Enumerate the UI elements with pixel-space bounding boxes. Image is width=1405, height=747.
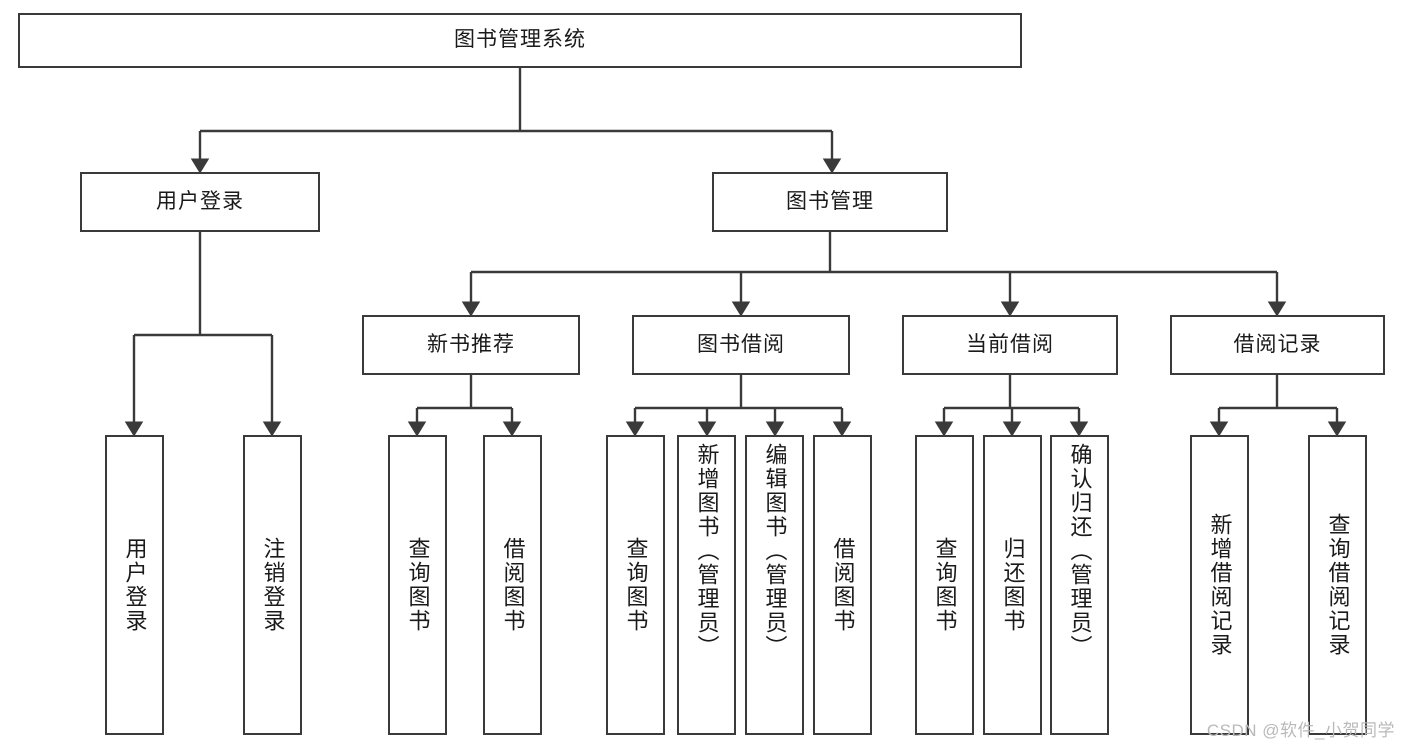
node-leaf-query-borrow-record[interactable]: 查询借阅记录 xyxy=(1308,435,1367,735)
watermark: CSDN @软件_小贺同学 xyxy=(1206,721,1395,740)
node-leaf-borrow-book-2-label: 借阅图书 xyxy=(830,537,856,633)
node-leaf-borrow-book-1[interactable]: 借阅图书 xyxy=(483,435,542,735)
node-leaf-query-book-2-label: 查询图书 xyxy=(623,537,649,633)
node-user-login-label: 用户登录 xyxy=(156,189,244,213)
node-new-book-recommend[interactable]: 新书推荐 xyxy=(362,315,580,375)
node-book-manage-label: 图书管理 xyxy=(786,189,874,213)
node-leaf-add-borrow-record-label: 新增借阅记录 xyxy=(1207,513,1233,657)
node-leaf-borrow-book-2[interactable]: 借阅图书 xyxy=(813,435,872,735)
node-leaf-user-login[interactable]: 用户登录 xyxy=(105,435,164,735)
node-book-manage[interactable]: 图书管理 xyxy=(712,172,948,232)
node-new-book-recommend-label: 新书推荐 xyxy=(427,332,515,356)
node-current-borrow-label: 当前借阅 xyxy=(966,332,1054,356)
node-leaf-logout[interactable]: 注销登录 xyxy=(243,435,302,735)
node-leaf-edit-book[interactable]: 编辑图书（管理员） xyxy=(745,435,804,735)
node-leaf-borrow-book-1-label: 借阅图书 xyxy=(500,537,526,633)
node-leaf-query-book-1[interactable]: 查询图书 xyxy=(388,435,447,735)
node-borrow-record-label: 借阅记录 xyxy=(1233,332,1322,356)
node-leaf-logout-label: 注销登录 xyxy=(260,537,286,633)
node-borrow-record[interactable]: 借阅记录 xyxy=(1170,315,1385,375)
node-leaf-query-book-3-label: 查询图书 xyxy=(932,537,958,633)
node-current-borrow[interactable]: 当前借阅 xyxy=(902,315,1118,375)
node-leaf-user-login-label: 用户登录 xyxy=(122,537,148,633)
node-leaf-add-borrow-record[interactable]: 新增借阅记录 xyxy=(1190,435,1249,735)
node-leaf-return-book[interactable]: 归还图书 xyxy=(983,435,1042,735)
node-leaf-confirm-return[interactable]: 确认归还（管理员） xyxy=(1050,435,1109,735)
node-leaf-add-book-label: 新增图书（管理员） xyxy=(694,443,720,659)
node-leaf-query-book-2[interactable]: 查询图书 xyxy=(606,435,665,735)
node-user-login[interactable]: 用户登录 xyxy=(80,172,320,232)
node-book-borrow-label: 图书借阅 xyxy=(697,332,785,356)
node-leaf-add-book[interactable]: 新增图书（管理员） xyxy=(677,435,736,735)
node-leaf-query-borrow-record-label: 查询借阅记录 xyxy=(1325,513,1351,657)
node-leaf-return-book-label: 归还图书 xyxy=(1000,537,1026,633)
node-root[interactable]: 图书管理系统 xyxy=(18,13,1022,68)
node-leaf-query-book-1-label: 查询图书 xyxy=(405,537,431,633)
node-root-label: 图书管理系统 xyxy=(454,28,586,52)
node-book-borrow[interactable]: 图书借阅 xyxy=(632,315,850,375)
node-leaf-confirm-return-label: 确认归还（管理员） xyxy=(1067,443,1093,659)
node-leaf-edit-book-label: 编辑图书（管理员） xyxy=(762,443,788,659)
node-leaf-query-book-3[interactable]: 查询图书 xyxy=(915,435,974,735)
